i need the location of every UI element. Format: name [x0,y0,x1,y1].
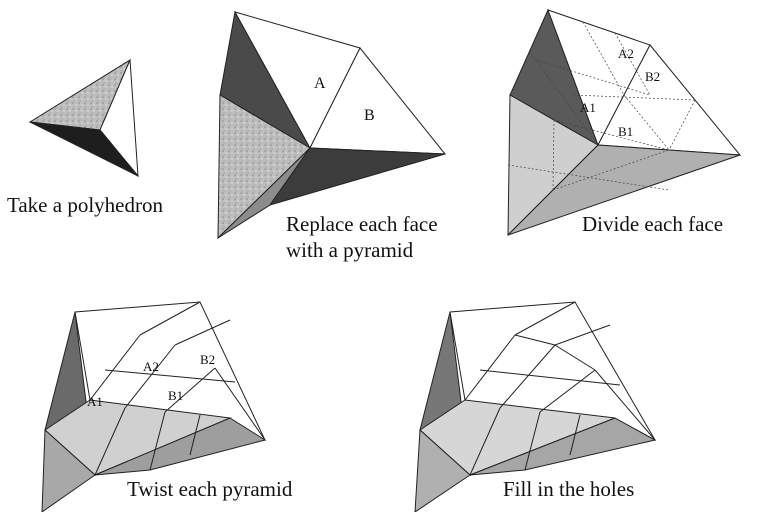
face-b-label: B [364,107,375,124]
twisted-grid-lines [89,301,266,476]
divided-label-b2: B2 [645,69,660,84]
step-2-pyramid: A B [217,10,447,240]
step-1-panel: Take a polyhedron [0,0,210,240]
step-2-caption-line2: with a pyramid [286,238,414,262]
step-4-caption: Twist each pyramid [127,477,293,501]
step-2-caption-line1: Replace each face [286,212,438,236]
step-3-caption: Divide each face [582,212,724,236]
step-5-filled-polyhedron [414,301,657,512]
divided-label-a2: A2 [618,46,634,61]
twisted-label-b1: B1 [168,388,183,403]
divided-label-a1: A1 [580,100,596,115]
divided-grid-lines [507,21,696,191]
filled-grid-lines [464,301,656,476]
step-2-panel: A B Replace each face with a pyramid [210,0,470,270]
face-a-label: A [314,75,326,92]
step-1-tetrahedron [28,58,139,178]
divided-label-b1: B1 [618,124,633,139]
filled-bottom-face [414,428,471,512]
pyramid-dark-bottom-face [268,147,446,206]
twisted-label-a1: A1 [87,394,103,409]
step-4-panel: A2 B2 A1 B1 Twist each pyramid [30,290,360,512]
twisted-bottom-face [41,428,96,512]
step-3-divided-pyramid: A2 B2 A1 B1 [507,8,742,237]
twisted-label-a2: A2 [143,359,159,374]
twisted-label-b2: B2 [200,352,215,367]
step-4-twisted-pyramid: A2 B2 A1 B1 [41,301,267,512]
tetra-dark-face [29,121,139,177]
step-5-panel: Fill in the holes [405,290,735,512]
step-3-panel: A2 B2 A1 B1 Divide each face [500,0,759,250]
step-1-caption: Take a polyhedron [7,193,163,217]
step-5-caption: Fill in the holes [503,477,635,501]
